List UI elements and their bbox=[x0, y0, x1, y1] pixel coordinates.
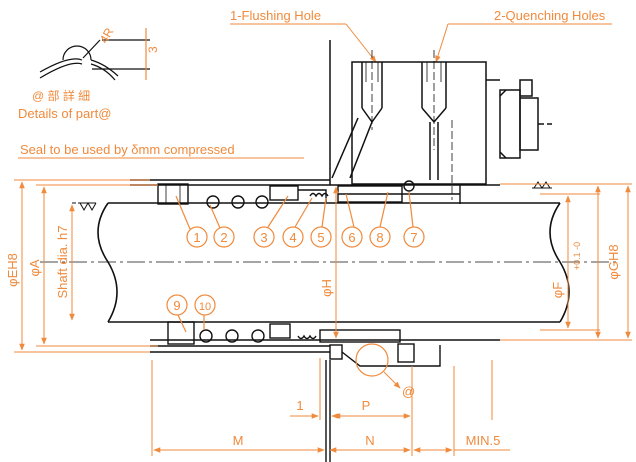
shaft bbox=[40, 202, 620, 323]
detail-sketch bbox=[39, 28, 150, 81]
seal-upper bbox=[130, 179, 500, 209]
part-1: 1 bbox=[193, 230, 200, 245]
part-8: 8 bbox=[376, 230, 383, 245]
detail-height-label: 3 bbox=[146, 46, 160, 53]
part-numbers: 1 2 3 4 5 6 8 7 9 10 bbox=[173, 230, 417, 313]
part-9: 9 bbox=[173, 298, 180, 313]
part-10: 10 bbox=[199, 301, 211, 313]
dim-m: M bbox=[233, 433, 244, 448]
dim-min5: MIN.5 bbox=[466, 433, 501, 448]
part-3: 3 bbox=[260, 230, 267, 245]
detail-title-en: Details of part@ bbox=[18, 106, 111, 121]
part-6: 6 bbox=[348, 230, 355, 245]
detail-marker-label: @ bbox=[402, 384, 415, 399]
gland-housing bbox=[329, 40, 552, 200]
dim-p: P bbox=[362, 398, 371, 413]
dim-n: N bbox=[365, 433, 374, 448]
horizontal-dimensions bbox=[151, 358, 510, 456]
quenching-holes-label: 2-Quenching Holes bbox=[494, 8, 606, 23]
detail-radius-label: 4R bbox=[97, 25, 117, 46]
dim-shaft-dia: Shaft dia. h7 bbox=[55, 226, 70, 299]
part-balloons bbox=[166, 191, 425, 333]
compression-note: Seal to be used by δmm compressed bbox=[20, 142, 235, 157]
part-7: 7 bbox=[410, 230, 417, 245]
detail-marker-circle bbox=[355, 343, 389, 377]
dim-phi-eh8: φEH8 bbox=[5, 253, 20, 287]
dim-phi-h: φH bbox=[319, 279, 334, 297]
dim-phi-a: φA bbox=[27, 259, 42, 276]
surface-finish-marks bbox=[72, 181, 552, 212]
flushing-hole-label: 1-Flushing Hole bbox=[230, 8, 321, 23]
dim-one: 1 bbox=[296, 398, 303, 413]
part-2: 2 bbox=[220, 230, 227, 245]
dim-phi-f-tolerance: +0.1 -0 bbox=[572, 242, 582, 270]
dim-phi-f: φF bbox=[550, 282, 565, 298]
part-5: 5 bbox=[317, 230, 324, 245]
vertical-dimensions bbox=[14, 179, 632, 353]
part-4: 4 bbox=[289, 230, 296, 245]
detail-title-jp: @ 部 詳 細 bbox=[32, 88, 90, 103]
seal-lower bbox=[150, 321, 500, 462]
dim-phi-gh8: φGH8 bbox=[606, 244, 621, 279]
